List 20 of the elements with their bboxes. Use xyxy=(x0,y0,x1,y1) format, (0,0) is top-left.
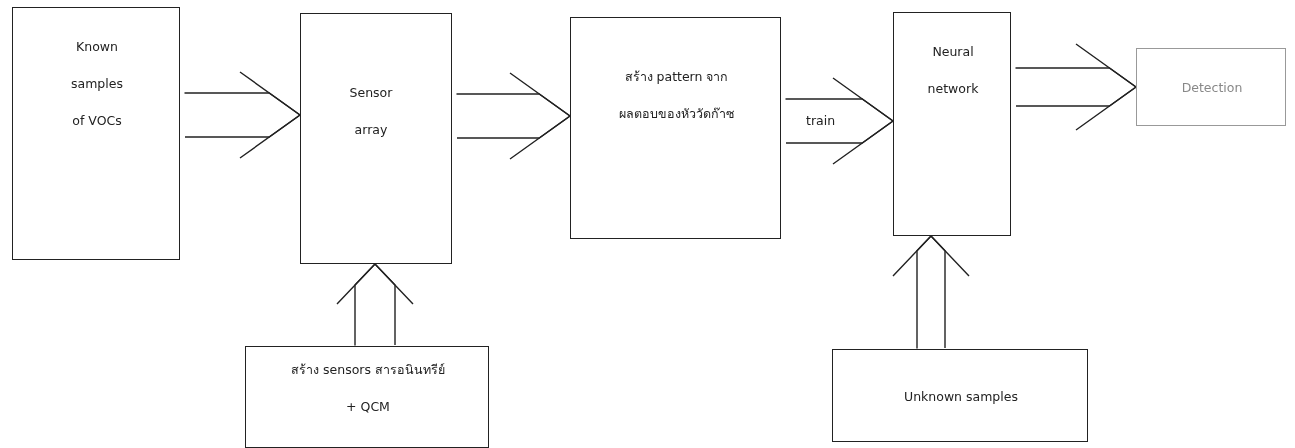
output-box xyxy=(1136,48,1286,126)
node-label: Detection xyxy=(1180,79,1244,97)
double-arrow xyxy=(785,77,894,165)
double-arrow xyxy=(336,263,414,346)
input-box xyxy=(832,349,1088,442)
input-box xyxy=(12,7,180,260)
network-box xyxy=(893,12,1011,236)
process-box xyxy=(570,17,781,239)
sensor-box xyxy=(300,13,452,264)
node-label: สร้าง sensors สารอนินทรีย์ + QCM xyxy=(290,361,446,416)
node-label: สร้าง pattern จาก ผลตอบของหัววัดก๊าซ xyxy=(618,68,735,123)
double-arrow xyxy=(1015,43,1137,131)
double-arrow xyxy=(456,72,571,160)
node-label: Known samples of VOCs xyxy=(70,38,124,130)
process-box xyxy=(245,346,489,448)
node-label: Unknown samples xyxy=(903,388,1019,406)
node-label: Neural network xyxy=(926,43,980,98)
double-arrow xyxy=(184,71,301,159)
double-arrow xyxy=(892,235,970,349)
node-label: Sensor array xyxy=(348,84,394,139)
